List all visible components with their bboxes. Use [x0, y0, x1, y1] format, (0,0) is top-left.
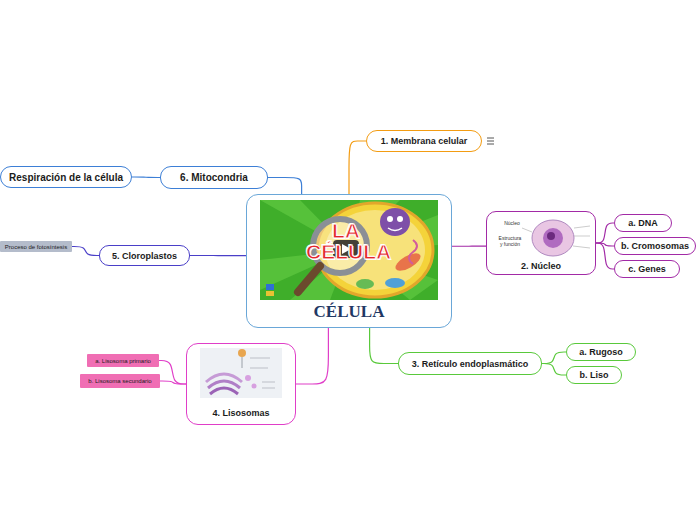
main-topic: 5. Cloroplastos	[99, 245, 190, 266]
branch-line	[160, 381, 186, 384]
topic-text: 3. Retículo endoplasmático	[412, 359, 529, 369]
topic-text: a. Lisosoma primario	[95, 358, 151, 364]
subtopic: Respiración de la célula	[0, 166, 132, 188]
topic-text: 2. Núcleo	[521, 261, 561, 271]
subtopic: b. Cromosomas	[614, 237, 696, 255]
topic-text: c. Genes	[628, 264, 666, 274]
subtopic: a. DNA	[614, 214, 672, 232]
subtopic: a. Lisosoma primario	[87, 354, 159, 367]
cell-illustration	[260, 200, 438, 300]
subtopic: a. Rugoso	[566, 343, 636, 361]
branch-line	[542, 364, 566, 376]
topic-text: 5. Cloroplastos	[112, 251, 177, 261]
topic-text: 4. Lisosomas	[212, 408, 269, 418]
branch-line	[72, 247, 99, 256]
subtopic: b. Lisosoma secundario	[80, 374, 160, 388]
branch-line	[542, 352, 566, 364]
topic-text: a. DNA	[628, 218, 658, 228]
subtopic: Proceso de fotosíntesis	[0, 241, 72, 252]
topic-text: b. Cromosomas	[621, 241, 689, 251]
note-icon	[487, 138, 494, 144]
branch-line	[596, 243, 614, 269]
branch-line	[452, 246, 486, 247]
topic-text: 1. Membrana celular	[381, 136, 468, 146]
central-title: CÉLULA	[314, 302, 385, 322]
lysosome-illustration	[200, 348, 282, 398]
branch-line	[349, 141, 366, 194]
topic-text: b. Lisosoma secundario	[88, 378, 151, 384]
branch-line	[132, 176, 160, 178]
image-label: LA CÉLULA	[306, 220, 386, 262]
branch-line	[190, 255, 246, 256]
subtopic: b. Liso	[566, 366, 622, 384]
topic-text: b. Liso	[580, 370, 609, 380]
main-topic: 1. Membrana celular	[366, 130, 482, 152]
topic-text: 6. Mitocondria	[180, 172, 248, 183]
branch-line	[296, 328, 328, 384]
nucleus-illustration	[497, 217, 593, 259]
branch-line	[596, 223, 614, 243]
branch-line	[268, 178, 302, 195]
branch-line	[370, 328, 398, 364]
main-topic: 3. Retículo endoplasmático	[398, 352, 542, 375]
topic-text: a. Rugoso	[579, 347, 623, 357]
image-label: Núcleo	[497, 221, 527, 227]
main-topic: 6. Mitocondria	[160, 166, 268, 189]
subtopic: c. Genes	[614, 260, 680, 278]
topic-text: Proceso de fotosíntesis	[5, 244, 67, 250]
branch-line	[159, 361, 186, 385]
image-label: Estructura y función	[497, 236, 523, 247]
topic-text: Respiración de la célula	[9, 172, 123, 183]
